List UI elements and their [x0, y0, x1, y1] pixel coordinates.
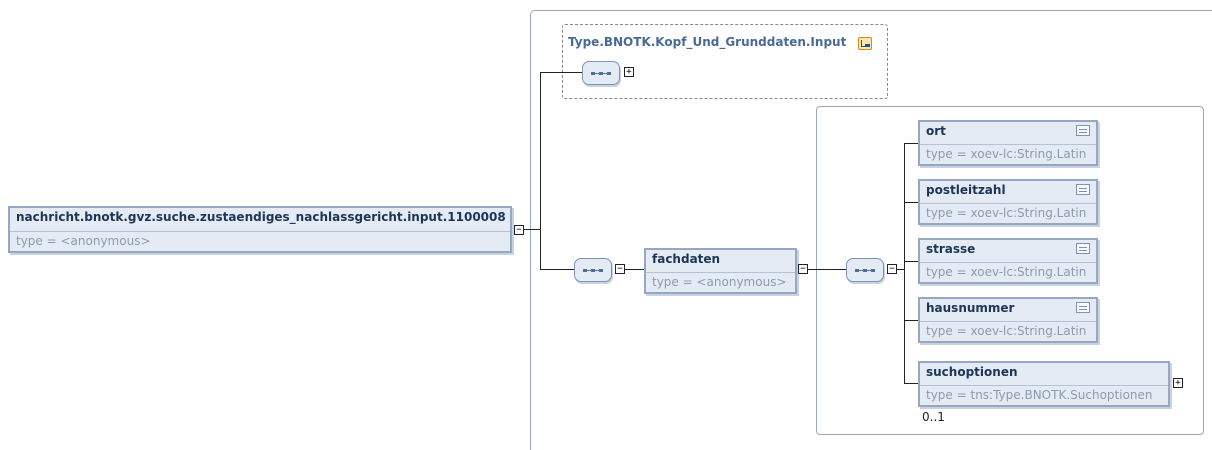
- connector: [808, 269, 846, 270]
- root-element-type: type = <anonymous>: [10, 231, 510, 251]
- child-element-type: type = xoev-lc:String.Latin: [920, 321, 1096, 341]
- root-element[interactable]: nachricht.bnotk.gvz.suche.zustaendiges_n…: [8, 206, 512, 253]
- main-sequence-compositor[interactable]: [574, 258, 612, 282]
- fachdaten-element[interactable]: fachdaten type = <anonymous>: [644, 248, 797, 294]
- base-sequence-expand-toggle[interactable]: +: [624, 67, 634, 77]
- documentation-icon: [1076, 302, 1090, 313]
- connector: [904, 383, 918, 384]
- documentation-icon: [1076, 243, 1090, 254]
- child-element-type: type = tns:Type.BNOTK.Suchoptionen: [920, 385, 1168, 405]
- child-element-name: hausnummer: [926, 301, 1015, 315]
- child-element-type: type = xoev-lc:String.Latin: [920, 203, 1096, 223]
- fachdaten-collapse-toggle[interactable]: −: [798, 264, 808, 274]
- child-element-name: suchoptionen: [926, 365, 1018, 379]
- child-element-type: type = xoev-lc:String.Latin: [920, 144, 1096, 164]
- connector: [904, 320, 918, 321]
- occurrence-label: 0..1: [922, 410, 945, 424]
- connector: [904, 143, 905, 384]
- children-sequence-collapse-toggle[interactable]: −: [887, 264, 897, 274]
- base-type-group: [562, 24, 888, 99]
- root-collapse-toggle[interactable]: −: [514, 225, 524, 235]
- documentation-icon: [1076, 125, 1090, 136]
- child-element-name: postleitzahl: [926, 183, 1006, 197]
- connector: [904, 261, 918, 262]
- type-link-icon[interactable]: [858, 37, 872, 50]
- child-element-strasse[interactable]: strasse type = xoev-lc:String.Latin: [918, 238, 1098, 284]
- child-element-name: ort: [926, 124, 946, 138]
- connector: [524, 229, 541, 230]
- base-type-label[interactable]: Type.BNOTK.Kopf_Und_Grunddaten.Input: [568, 35, 847, 49]
- main-sequence-collapse-toggle[interactable]: −: [615, 264, 625, 274]
- child-element-ort[interactable]: ort type = xoev-lc:String.Latin: [918, 120, 1098, 166]
- connector: [625, 269, 644, 270]
- outer-group-frame: [530, 10, 1212, 450]
- connector: [540, 269, 574, 270]
- fachdaten-element-type: type = <anonymous>: [646, 272, 795, 292]
- children-sequence-compositor[interactable]: [846, 258, 884, 282]
- connector: [540, 72, 541, 270]
- child-element-suchoptionen[interactable]: suchoptionen type = tns:Type.BNOTK.Sucho…: [918, 361, 1170, 407]
- documentation-icon: [1076, 184, 1090, 195]
- children-group-frame: [816, 106, 1204, 435]
- connector: [540, 72, 582, 73]
- connector: [904, 143, 918, 144]
- fachdaten-element-name: fachdaten: [652, 252, 721, 266]
- child-element-name: strasse: [926, 242, 976, 256]
- base-sequence-compositor[interactable]: [582, 61, 620, 85]
- suchoptionen-expand-toggle[interactable]: +: [1173, 378, 1183, 388]
- child-element-postleitzahl[interactable]: postleitzahl type = xoev-lc:String.Latin: [918, 179, 1098, 225]
- child-element-type: type = xoev-lc:String.Latin: [920, 262, 1096, 282]
- connector: [897, 269, 905, 270]
- connector: [904, 202, 918, 203]
- root-element-name: nachricht.bnotk.gvz.suche.zustaendiges_n…: [16, 210, 506, 224]
- child-element-hausnummer[interactable]: hausnummer type = xoev-lc:String.Latin: [918, 297, 1098, 343]
